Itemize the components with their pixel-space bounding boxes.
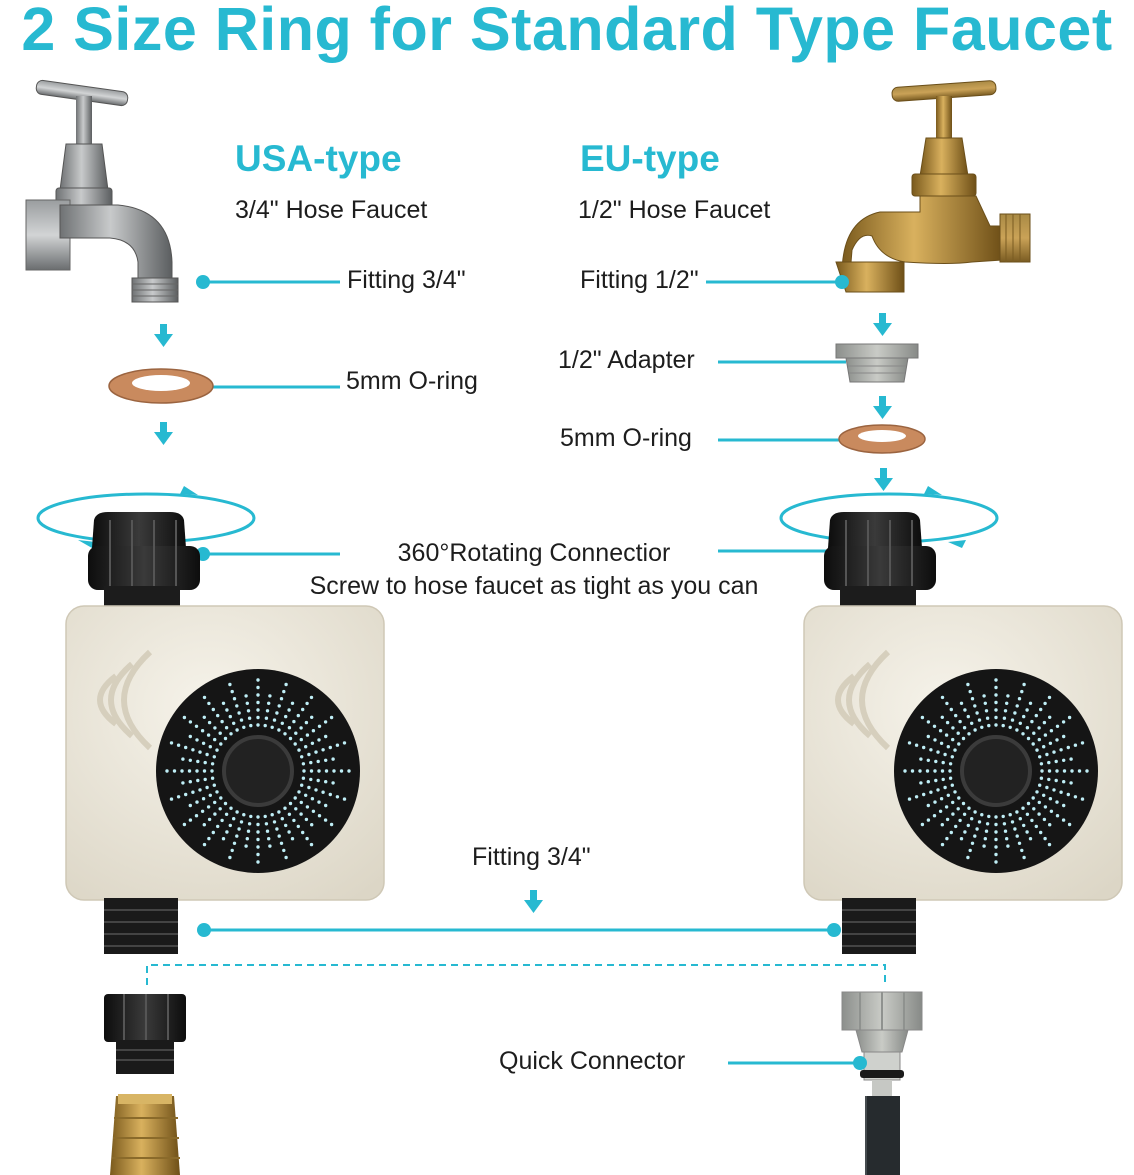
eu-quick-connector <box>841 991 923 1175</box>
eu-fitting-label: Fitting 1/2" <box>580 266 699 294</box>
quick-connector-callout <box>728 1056 867 1070</box>
timer-device-usa <box>65 512 385 954</box>
eu-adapter <box>835 343 919 383</box>
bottom-fitting-callout <box>197 923 841 937</box>
dial-led-dots <box>903 678 1089 864</box>
eu-adapter-label: 1/2" Adapter <box>558 346 695 374</box>
usa-oring <box>108 368 214 404</box>
eu-faucet-illustration <box>835 80 1031 293</box>
down-arrows <box>154 313 893 913</box>
eu-oring <box>838 424 926 454</box>
usa-fitting-label: Fitting 3/4" <box>347 266 466 294</box>
dial-button <box>960 735 1032 807</box>
arrow-down-icon <box>874 468 893 491</box>
quick-connector-label: Quick Connector <box>499 1047 686 1075</box>
eu-faucet-subtitle: 1/2" Hose Faucet <box>578 196 771 224</box>
arrow-down-icon <box>873 396 892 419</box>
page-title: 2 Size Ring for Standard Type Faucet <box>21 0 1113 63</box>
arrow-down-icon <box>873 313 892 336</box>
usa-quick-connector <box>104 994 186 1175</box>
timer-device-eu <box>803 512 1123 954</box>
arrow-down-icon <box>154 324 173 347</box>
rotating-connector-note: Screw to hose faucet as tight as you can <box>309 572 759 600</box>
dial-led-dots <box>165 678 351 864</box>
usa-oring-label: 5mm O-ring <box>346 367 478 395</box>
dashed-bracket <box>146 964 886 985</box>
arrow-down-icon <box>524 890 543 913</box>
bottom-fitting-label: Fitting 3/4" <box>472 843 591 871</box>
eu-oring-label: 5mm O-ring <box>560 424 692 452</box>
dial-button <box>222 735 294 807</box>
eu-type-heading: EU-type <box>580 138 720 179</box>
usa-callouts <box>196 275 340 561</box>
usa-type-heading: USA-type <box>235 138 402 179</box>
usa-faucet-subtitle: 3/4" Hose Faucet <box>235 196 428 224</box>
rotating-connector-label: 360°Rotating Connectior <box>397 539 671 567</box>
arrow-down-icon <box>154 422 173 445</box>
usa-faucet-illustration <box>25 79 179 303</box>
